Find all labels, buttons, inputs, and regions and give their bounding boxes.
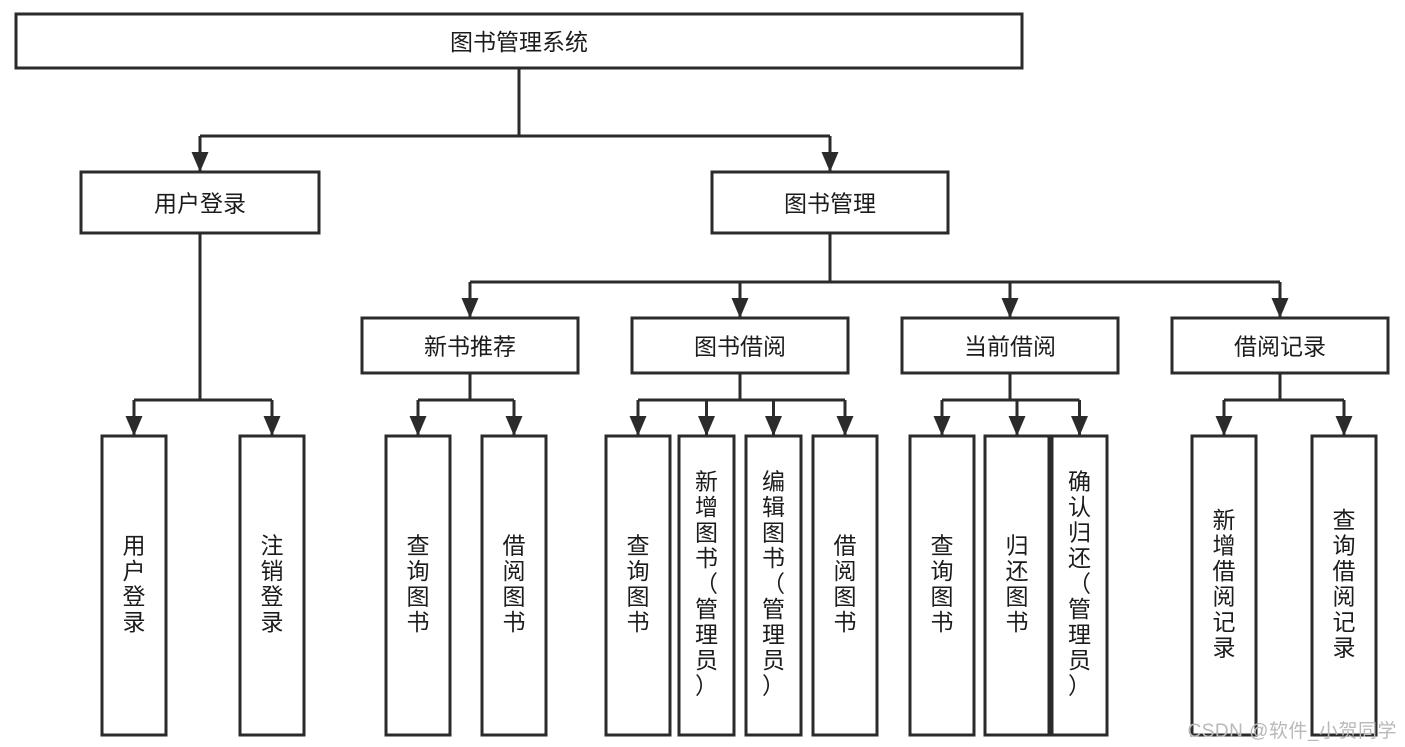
node-label-borrow-record: 借阅记录	[1234, 334, 1326, 360]
arrow-head-icon	[505, 416, 523, 436]
arrow-head-icon	[629, 416, 647, 436]
node-box-leaf-query-record	[1310, 434, 1378, 737]
node-label-book-manage: 图书管理	[784, 191, 876, 217]
node-label-leaf-query-book-3: 查询图书	[931, 532, 954, 635]
edge-group-book-manage	[461, 233, 1289, 318]
node-leaf-borrow-book-1[interactable]: 借阅图书	[480, 434, 548, 737]
node-label-root: 图书管理系统	[450, 29, 588, 55]
node-leaf-edit-book[interactable]: 编辑图书（管理员）	[744, 434, 803, 737]
node-label-leaf-add-record: 新增借阅记录	[1213, 507, 1236, 661]
node-book-borrow[interactable]: 图书借阅	[630, 316, 850, 375]
node-leaf-add-book[interactable]: 新增图书（管理员）	[677, 434, 736, 737]
arrow-head-icon	[1001, 298, 1019, 318]
edge-group-root	[191, 68, 839, 172]
node-leaf-return-book[interactable]: 归还图书	[983, 434, 1051, 737]
node-leaf-logout[interactable]: 注销登录	[238, 434, 306, 737]
arrow-head-icon	[1335, 416, 1353, 436]
node-label-leaf-borrow-book-1: 借阅图书	[503, 532, 526, 635]
node-box-leaf-user-login	[100, 434, 168, 737]
node-label-new-book-rec: 新书推荐	[424, 334, 516, 360]
edge-group-current-borrow	[933, 373, 1088, 436]
edge-group-user-login	[125, 233, 281, 436]
node-label-leaf-confirm-return: 确认归还（管理员）	[1068, 469, 1091, 699]
node-leaf-query-book-2[interactable]: 查询图书	[604, 434, 672, 737]
node-box-new-book-rec	[360, 316, 580, 375]
node-label-leaf-query-book-2: 查询图书	[627, 532, 650, 635]
arrow-head-icon	[409, 416, 427, 436]
arrow-head-icon	[461, 298, 479, 318]
node-box-borrow-record	[1170, 316, 1390, 375]
node-leaf-user-login[interactable]: 用户登录	[100, 434, 168, 737]
node-label-leaf-query-record: 查询借阅记录	[1333, 507, 1356, 661]
node-box-leaf-add-record	[1190, 434, 1258, 737]
node-label-leaf-return-book: 归还图书	[1006, 532, 1029, 635]
arrow-head-icon	[731, 298, 749, 318]
edge-group-new-book-rec	[409, 373, 523, 436]
node-label-leaf-user-login: 用户登录	[123, 532, 146, 635]
node-new-book-rec[interactable]: 新书推荐	[360, 316, 580, 375]
node-leaf-query-book-1[interactable]: 查询图书	[384, 434, 452, 737]
node-box-user-login	[79, 170, 321, 235]
node-label-leaf-edit-book: 编辑图书（管理员）	[762, 469, 785, 699]
node-box-leaf-logout	[238, 434, 306, 737]
node-label-book-borrow: 图书借阅	[694, 334, 786, 360]
arrow-head-icon	[698, 416, 715, 436]
node-leaf-confirm-return[interactable]: 确认归还（管理员）	[1050, 434, 1109, 737]
arrow-head-icon	[1271, 298, 1289, 318]
arrow-head-icon	[765, 416, 782, 436]
node-box-leaf-query-book-3	[908, 434, 976, 737]
node-box-leaf-add-book	[677, 434, 736, 737]
node-box-leaf-borrow-book-1	[480, 434, 548, 737]
arrow-head-icon	[821, 152, 839, 172]
arrow-head-icon	[191, 152, 209, 172]
node-box-leaf-query-book-1	[384, 434, 452, 737]
arrow-head-icon	[1008, 416, 1026, 436]
arrow-head-icon	[125, 416, 143, 436]
node-box-leaf-query-book-2	[604, 434, 672, 737]
node-box-leaf-return-book	[983, 434, 1051, 737]
node-borrow-record[interactable]: 借阅记录	[1170, 316, 1390, 375]
arrow-head-icon	[1215, 416, 1233, 436]
node-leaf-borrow-book-2[interactable]: 借阅图书	[811, 434, 879, 737]
node-box-book-manage	[710, 170, 950, 235]
node-book-manage[interactable]: 图书管理	[710, 170, 950, 235]
node-label-current-borrow: 当前借阅	[964, 334, 1056, 360]
node-box-book-borrow	[630, 316, 850, 375]
node-leaf-query-book-3[interactable]: 查询图书	[908, 434, 976, 737]
connector-layer	[125, 68, 1353, 436]
edge-group-book-borrow	[629, 373, 854, 436]
arrow-head-icon	[263, 416, 281, 436]
watermark-text: CSDN @软件_小贺同学	[1187, 721, 1397, 742]
node-layer: 图书管理系统用户登录图书管理新书推荐图书借阅当前借阅借阅记录用户登录注销登录查询…	[14, 12, 1390, 737]
node-box-leaf-confirm-return	[1050, 434, 1109, 737]
arrow-head-icon	[1071, 416, 1088, 436]
node-box-current-borrow	[900, 316, 1120, 375]
edge-group-borrow-record	[1215, 373, 1353, 436]
node-box-root	[14, 12, 1024, 70]
node-leaf-query-record[interactable]: 查询借阅记录	[1310, 434, 1378, 737]
node-leaf-add-record[interactable]: 新增借阅记录	[1190, 434, 1258, 737]
node-user-login[interactable]: 用户登录	[79, 170, 321, 235]
node-label-leaf-query-book-1: 查询图书	[407, 532, 430, 635]
node-label-leaf-add-book: 新增图书（管理员）	[695, 469, 718, 699]
node-root[interactable]: 图书管理系统	[14, 12, 1024, 70]
node-box-leaf-borrow-book-2	[811, 434, 879, 737]
node-label-leaf-logout: 注销登录	[261, 532, 284, 635]
node-current-borrow[interactable]: 当前借阅	[900, 316, 1120, 375]
arrow-head-icon	[836, 416, 854, 436]
node-label-user-login: 用户登录	[154, 191, 246, 217]
arrow-head-icon	[933, 416, 951, 436]
node-label-leaf-borrow-book-2: 借阅图书	[834, 532, 857, 635]
node-box-leaf-edit-book	[744, 434, 803, 737]
